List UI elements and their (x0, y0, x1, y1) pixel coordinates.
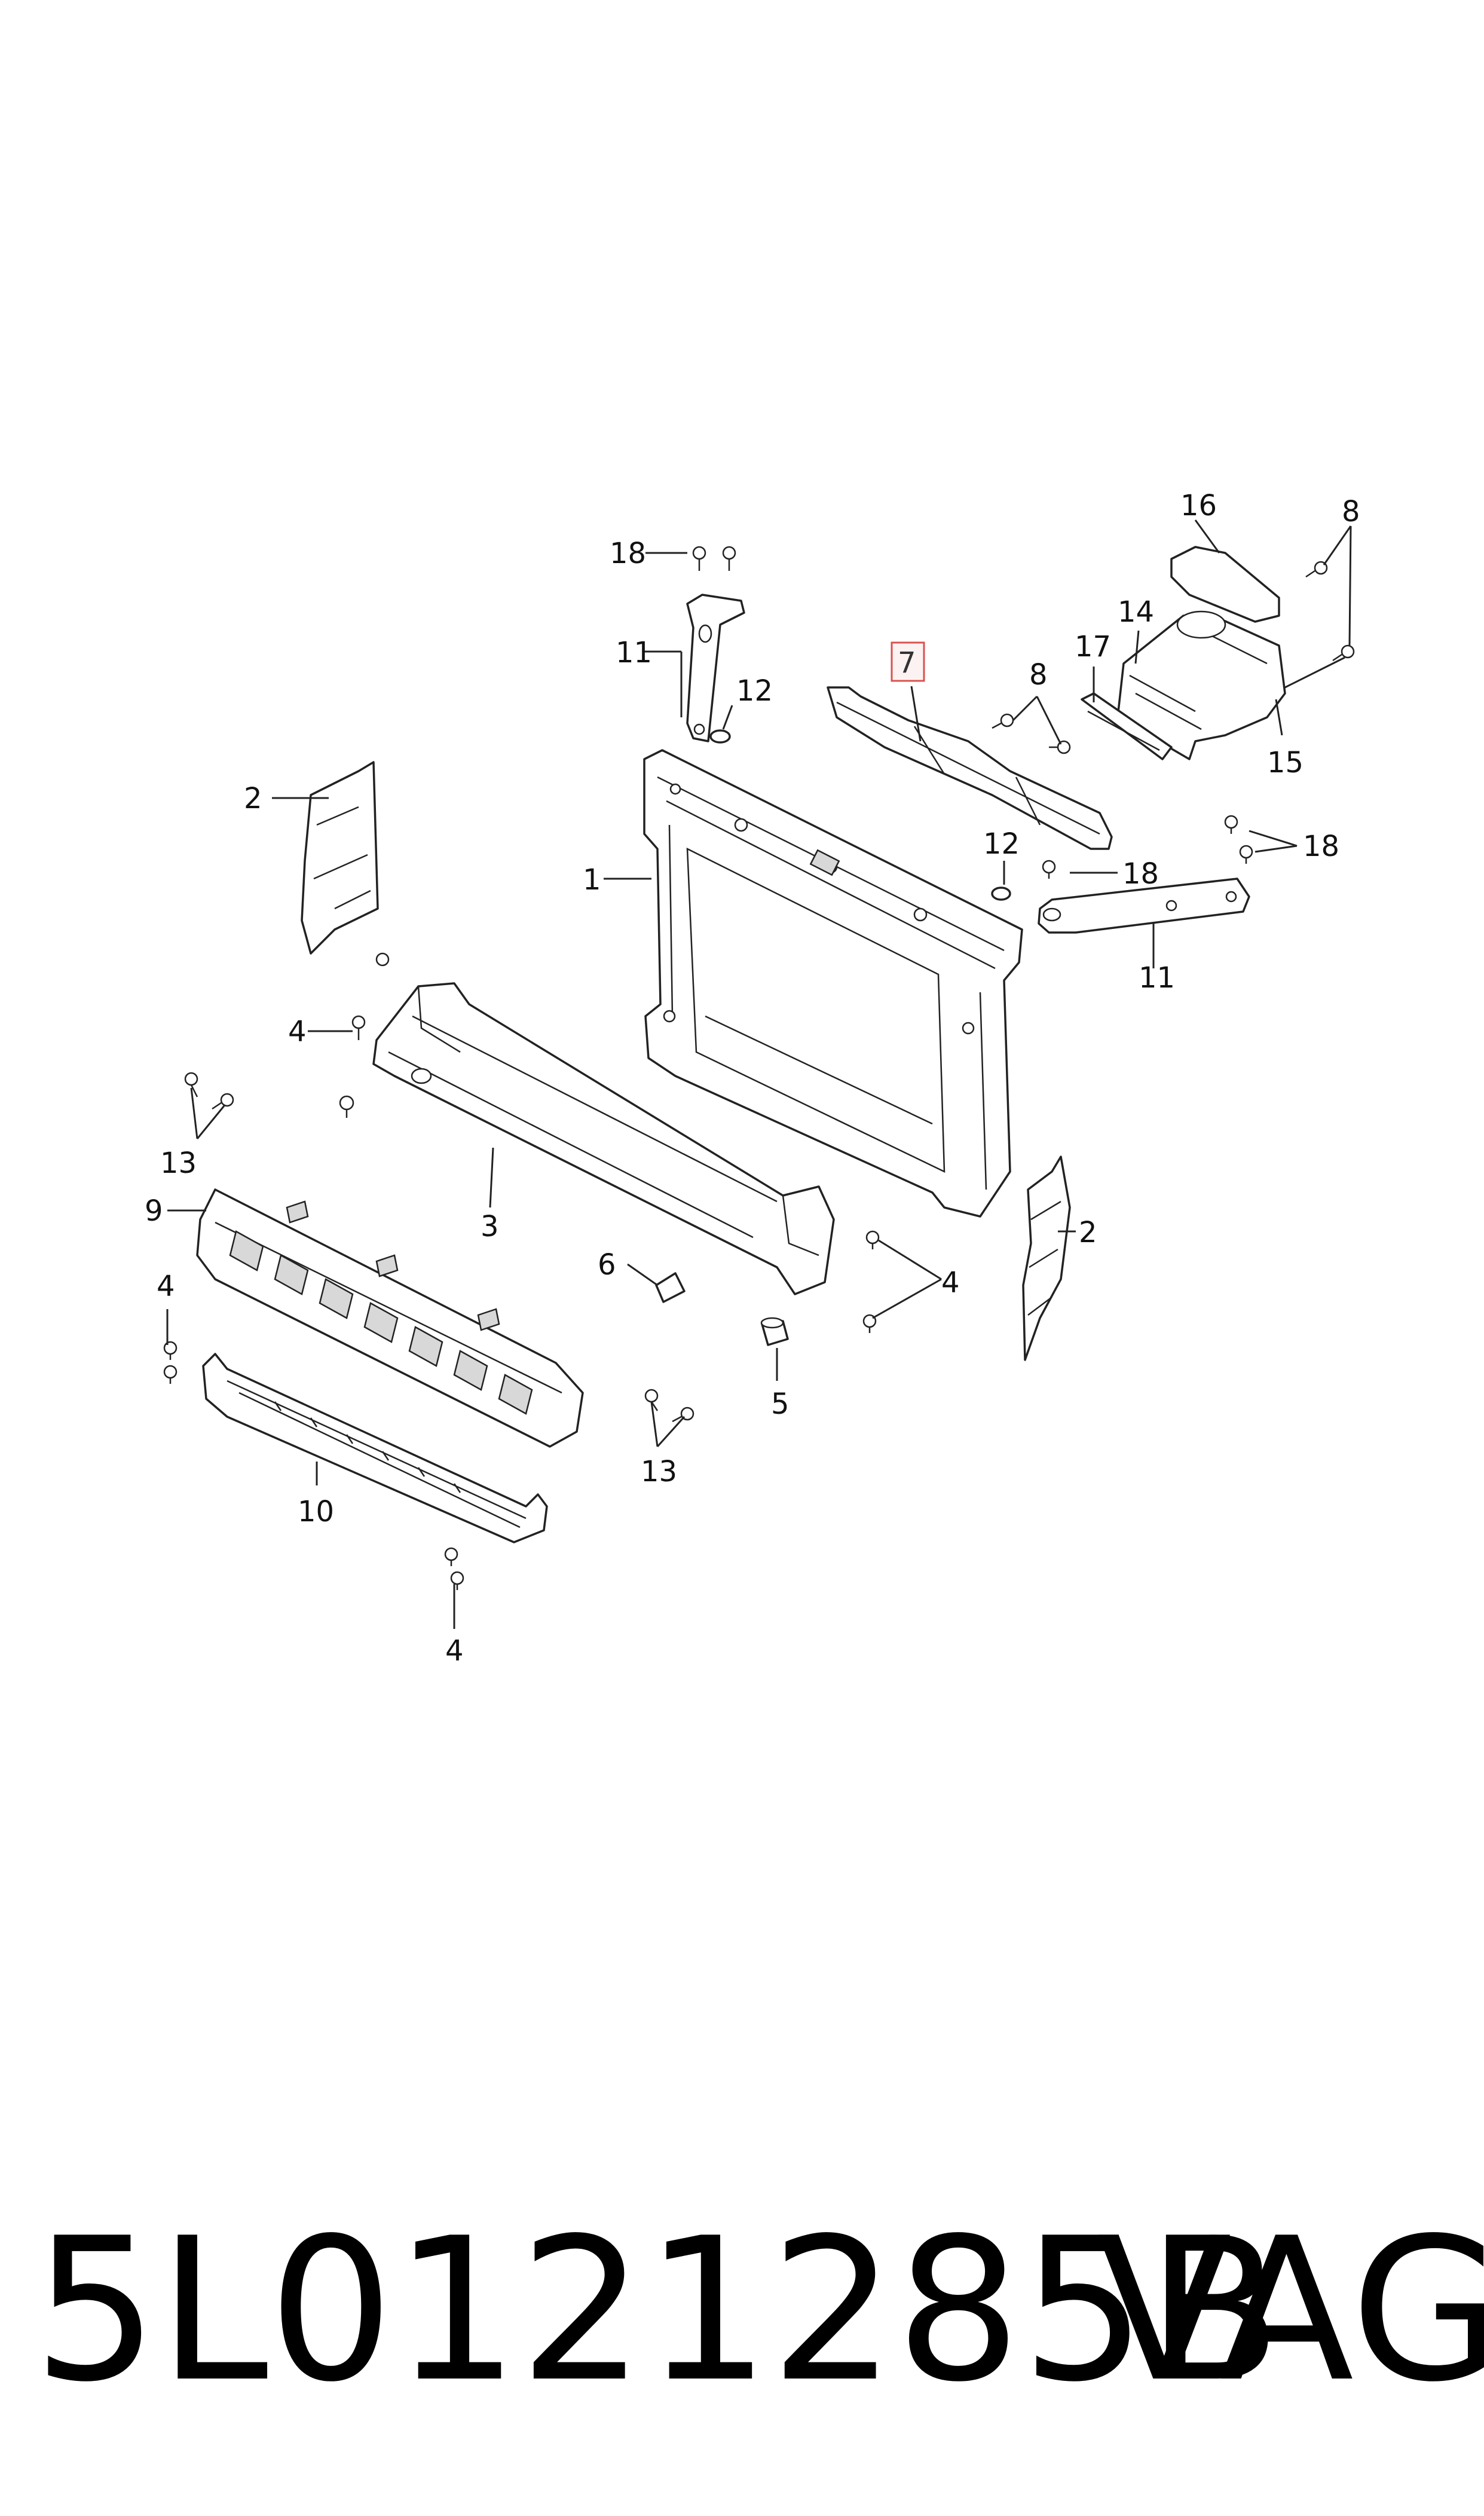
leader-lines (166, 519, 1352, 1629)
callout-2-left[interactable]: 2 (244, 782, 262, 815)
part-7-air-duct (827, 686, 1113, 850)
part-11-right-bracket (1038, 878, 1250, 934)
fastener-screws (163, 546, 1355, 1590)
callout-13-left[interactable]: 13 (160, 1147, 197, 1180)
callout-7[interactable]: 7 (898, 646, 916, 680)
callout-6[interactable]: 6 (598, 1248, 616, 1282)
highlight-box-7 (891, 641, 925, 682)
callout-5[interactable]: 5 (771, 1387, 790, 1421)
part-11-left-bracket (686, 594, 745, 742)
part-number-caption: 5L0121285B (33, 2196, 1282, 2425)
callout-11-right[interactable]: 11 (1139, 961, 1175, 995)
part-6-buffer (655, 1272, 686, 1303)
callout-18-right[interactable]: 18 (1303, 830, 1339, 863)
callout-1[interactable]: 1 (583, 863, 601, 897)
callout-9[interactable]: 9 (145, 1194, 163, 1228)
callout-4-c[interactable]: 4 (157, 1270, 175, 1303)
callout-12-right[interactable]: 12 (983, 827, 1020, 861)
callout-14[interactable]: 14 (1118, 595, 1154, 629)
part-2-left-air-guide (301, 761, 390, 967)
callout-13-right[interactable]: 13 (641, 1455, 677, 1488)
part-3-bumper-reinforcement (372, 982, 835, 1295)
callout-labels: 18 11 12 2 1 4 13 9 3 6 4 2 4 5 13 10 4 … (145, 489, 1360, 1668)
part-16-intake-cover (1170, 546, 1280, 623)
callout-11-left[interactable]: 11 (616, 636, 652, 669)
callout-8-b[interactable]: 8 (1342, 495, 1360, 528)
callout-15[interactable]: 15 (1267, 746, 1304, 779)
callout-4-a[interactable]: 4 (288, 1015, 307, 1048)
part-10-lower-trim (202, 1353, 548, 1543)
part-14-intake-duct (1116, 610, 1286, 760)
callout-10[interactable]: 10 (298, 1495, 334, 1528)
callout-2-right[interactable]: 2 (1079, 1216, 1097, 1249)
part-17-seal (1081, 692, 1173, 760)
callout-3[interactable]: 3 (481, 1210, 499, 1243)
callout-4-b[interactable]: 4 (941, 1266, 960, 1300)
part-5-spacer (760, 1317, 789, 1346)
part-9-grille (196, 1188, 584, 1448)
part-2-right-air-guide (1022, 1155, 1071, 1361)
part-1-lock-carrier (643, 749, 1023, 1218)
callout-18-top[interactable]: 18 (610, 537, 646, 570)
callout-12-left[interactable]: 12 (736, 674, 773, 708)
grille-openings (229, 1230, 533, 1415)
brand-caption: VAG (1097, 2196, 1484, 2425)
callout-4-d[interactable]: 4 (445, 1634, 464, 1668)
callout-17[interactable]: 17 (1075, 630, 1111, 664)
callout-18-mid[interactable]: 18 (1122, 857, 1159, 891)
callout-16[interactable]: 16 (1180, 489, 1217, 522)
part-12-left-clip (709, 729, 731, 744)
part-12-right-clip (991, 886, 1011, 901)
callout-8-a[interactable]: 8 (1029, 658, 1048, 692)
